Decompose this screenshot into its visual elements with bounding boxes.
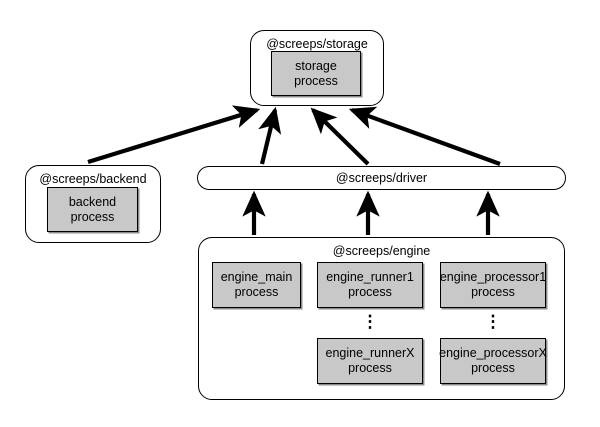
arrow-driver-to-storage-1 (258, 106, 282, 165)
process-box-engine-runner1: engine_runner1 process (317, 262, 423, 308)
process-box-engine-runnerx: engine_runnerX process (317, 338, 423, 384)
process-box-engine-processor1: engine_processor1 process (440, 262, 546, 308)
package-screeps-driver: @screeps/driver (197, 166, 566, 190)
package-label-driver: @screeps/driver (335, 171, 428, 185)
arrow-driver-to-storage-2 (310, 107, 370, 166)
process-storage-line2: process (294, 73, 338, 88)
process-engine-main-line2: process (234, 285, 279, 299)
vertical-ellipsis-icon-processor: ⋮ (484, 312, 502, 331)
package-label-engine: @screeps/engine (332, 244, 431, 258)
process-engine-processor1-line2: process (471, 285, 515, 299)
process-engine-main-line1: engine_main (220, 270, 293, 284)
arrow-driver-to-storage-3 (348, 106, 501, 166)
process-engine-runner1-line2: process (348, 285, 392, 299)
process-box-engine-processorx: engine_processorX process (439, 338, 547, 384)
process-backend-line2: process (70, 209, 115, 224)
process-engine-runnerx-line2: process (348, 361, 392, 375)
process-engine-processorx-line2: process (471, 361, 515, 375)
process-engine-runnerx-line1: engine_runnerX (325, 346, 415, 360)
package-label-backend: @screeps/backend (39, 172, 147, 186)
process-engine-runner1-line1: engine_runner1 (326, 270, 414, 284)
process-box-storage: storage process (271, 51, 361, 96)
process-engine-processor1-line1: engine_processor1 (439, 270, 547, 284)
package-label-storage: @screeps/storage (266, 37, 368, 51)
vertical-ellipsis-icon-runner: ⋮ (361, 312, 379, 331)
process-box-backend: backend process (47, 187, 138, 232)
process-engine-processorx-line1: engine_processorX (439, 346, 547, 360)
process-storage-line1: storage (295, 58, 337, 73)
process-box-engine-main: engine_main process (212, 262, 301, 308)
process-backend-line1: backend (68, 194, 117, 209)
arrow-backend-to-storage (87, 105, 261, 165)
